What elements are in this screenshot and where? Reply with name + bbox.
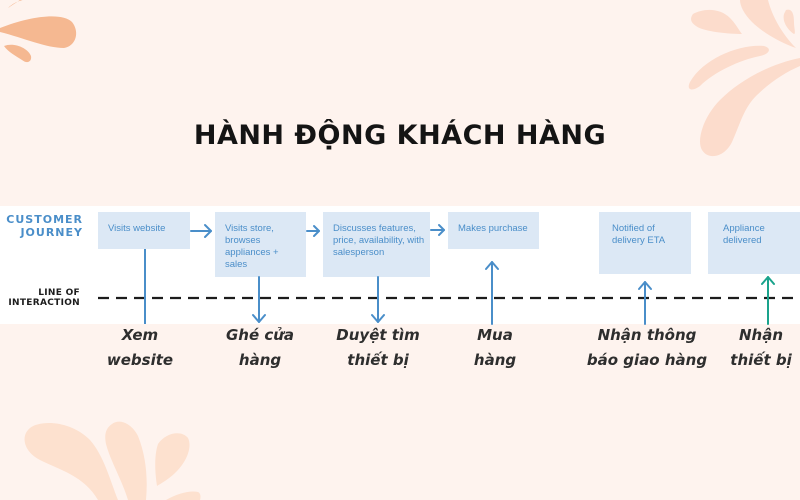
step-label-line: Nhận thông [597, 326, 697, 344]
step-label-line: Ghé cửa [225, 326, 295, 344]
splash-petal-icon [700, 58, 800, 157]
step-label: Duyệt tìm thiết bị [318, 323, 438, 373]
step-label: Nhận thông báo giao hàng [572, 323, 722, 373]
flow-arrow-icon [190, 224, 212, 238]
splash-petal-icon [155, 433, 190, 486]
step-label-line: hàng [238, 351, 282, 369]
splash-petal-icon [166, 491, 201, 500]
splash-petal-icon [24, 423, 118, 500]
step-label: Ghé cửa hàng [205, 323, 315, 373]
splash-petal-icon [740, 0, 796, 48]
splash-petal-icon [691, 9, 742, 34]
lane-label-line: CUSTOMER [6, 213, 83, 226]
step-label-line: hàng [473, 351, 517, 369]
step-label-line: Xem [121, 326, 159, 344]
step-label-line: báo giao hàng [586, 351, 708, 369]
arrow-up-teal-icon [761, 276, 775, 325]
splash-petal-icon [0, 16, 77, 48]
arrow-down-icon [371, 276, 385, 323]
splash-petal-icon [783, 9, 795, 35]
step-label: Nhận thiết bị [712, 323, 800, 373]
page-title: HÀNH ĐỘNG KHÁCH HÀNG [193, 120, 607, 151]
journey-step-box: Discusses features, price, availability,… [323, 212, 430, 277]
customer-journey-label: CUSTOMER JOURNEY [0, 213, 83, 239]
step-label-line: Duyệt tìm [336, 326, 420, 344]
step-label-line: Mua [477, 326, 513, 344]
journey-step-box: Visits store, browses appliances + sales [215, 212, 306, 277]
step-label-line: thiết bị [730, 351, 792, 369]
step-label-line: Nhận [738, 326, 784, 344]
step-label-line: website [106, 351, 174, 369]
splash-petal-icon [688, 45, 769, 90]
line-of-interaction-label: LINE OF INTERACTION [0, 288, 80, 309]
lane-label-line: INTERACTION [8, 298, 80, 309]
journey-step-box: Notified of delivery ETA [599, 212, 691, 274]
splash-petal-icon [105, 421, 147, 500]
arrow-up-icon [485, 261, 499, 325]
arrow-down-icon [252, 276, 266, 323]
splash-petal-icon [4, 44, 32, 63]
flow-arrow-icon [306, 225, 320, 237]
step-label: Xem website [85, 323, 195, 373]
step-label: Mua hàng [440, 323, 550, 373]
step-label-line: thiết bị [347, 351, 409, 369]
flow-arrow-icon [430, 224, 445, 236]
lane-label-line: LINE OF [38, 288, 80, 298]
journey-step-box: Visits website [98, 212, 190, 249]
journey-step-box: Appliance delivered [708, 212, 800, 274]
journey-step-box: Makes purchase [448, 212, 539, 249]
arrow-up-icon [638, 281, 652, 325]
lane-label-line: JOURNEY [20, 225, 83, 239]
